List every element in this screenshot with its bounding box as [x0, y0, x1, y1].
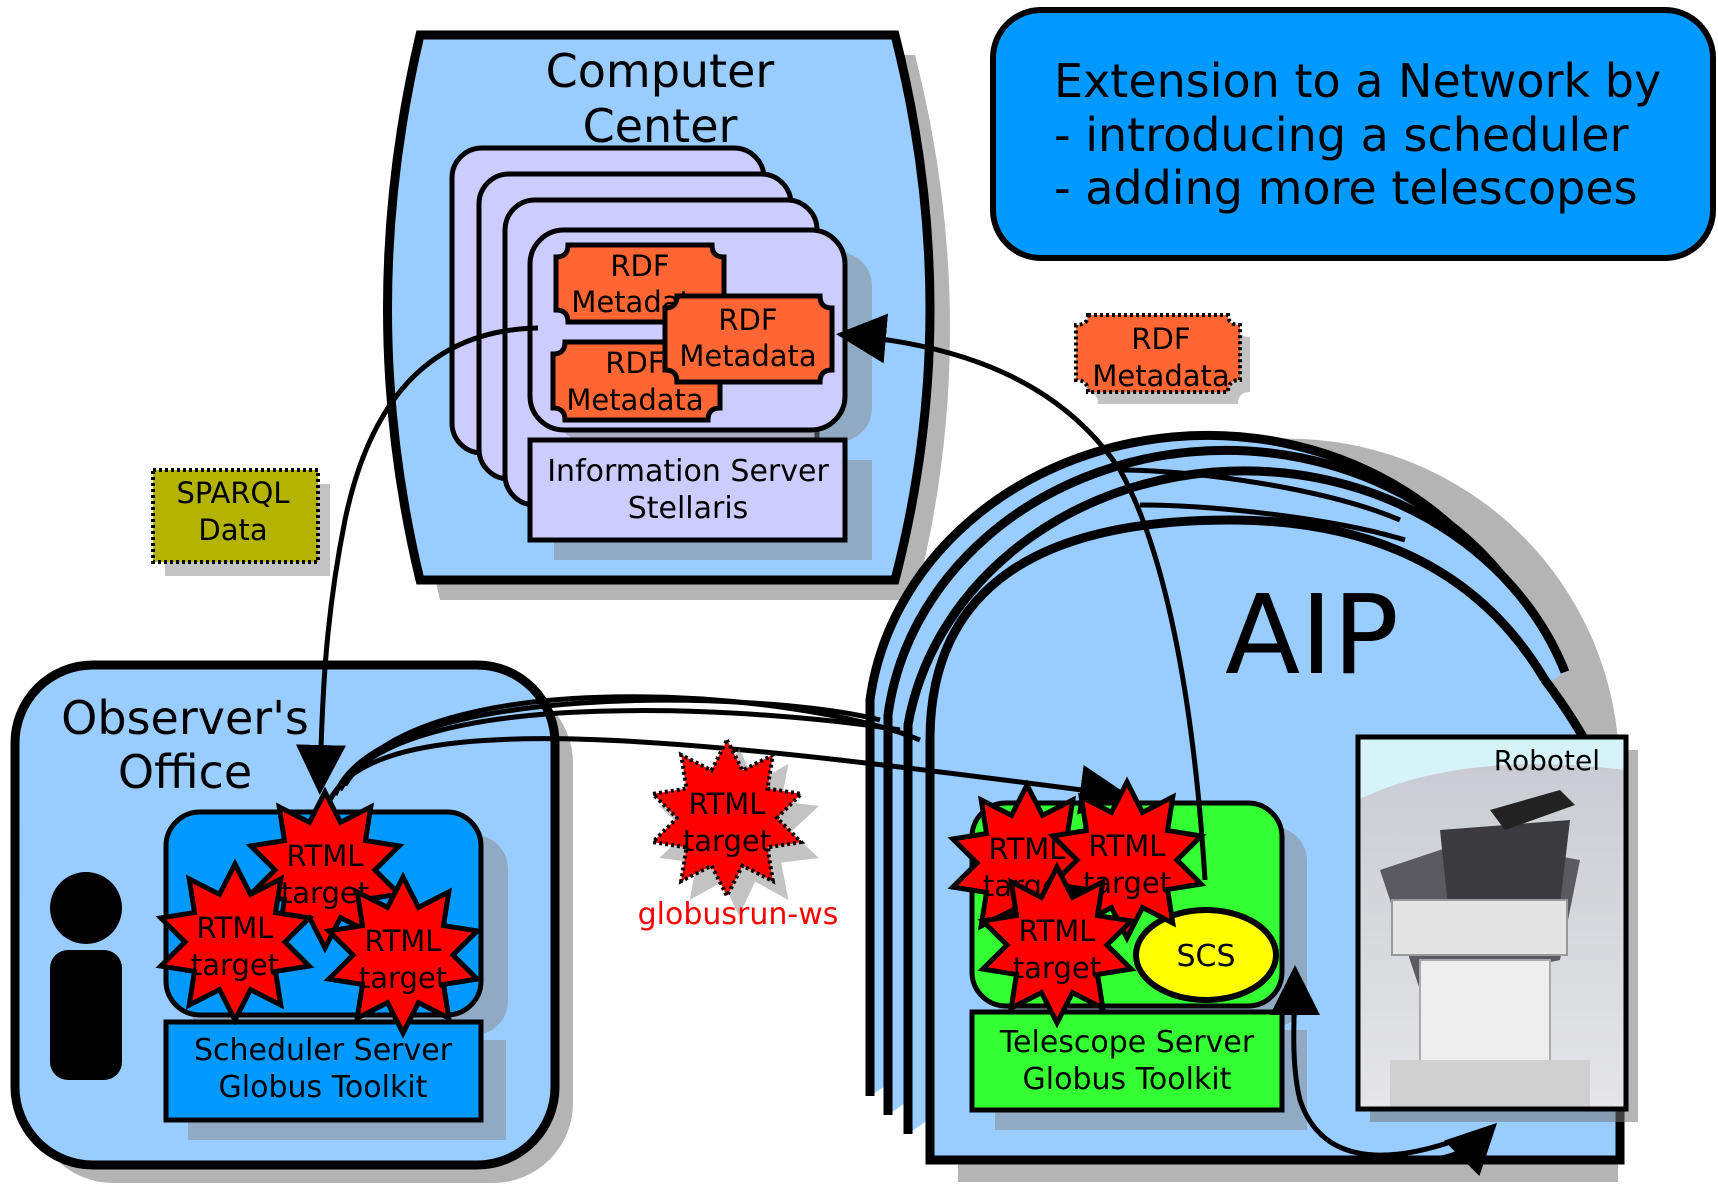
floating-rtml: globusrun-ws	[638, 897, 839, 932]
rtml-star-line-1: RTML	[197, 911, 274, 945]
robotel-photo: Robotel	[1355, 734, 1638, 1122]
rtml-star-line-2: target	[683, 824, 771, 858]
sparql-line-2: Data	[198, 513, 267, 547]
scs-to-aip-arc-1	[1119, 467, 1401, 523]
rtml-star-line-1: RTML	[1089, 829, 1166, 863]
information-server-label-2: Stellaris	[628, 491, 749, 526]
photo-arrow-tail	[1419, 1122, 1498, 1176]
scs-node: SCS	[1133, 907, 1279, 1003]
rtml-star-line-2: target	[281, 876, 369, 910]
floating-rdf-metadata: RDF Metadata	[1074, 313, 1250, 404]
observers-office-title-2: Office	[118, 745, 252, 799]
connection-arrows	[295, 313, 1498, 1176]
computer-center: Computer Center Information Server Stell…	[383, 30, 950, 600]
floating-rdf-line-1: RDF	[1131, 322, 1190, 356]
photo-to-scs-arrow	[1269, 965, 1471, 1158]
globusrun-arc-3	[342, 694, 921, 787]
computer-center-title-2: Center	[583, 99, 738, 153]
rtml-star-line-2: target	[191, 948, 279, 982]
globusrun-arrow	[327, 736, 1130, 815]
rdf-tag-2-line-2: Metadata	[566, 383, 703, 417]
person-icon	[50, 872, 122, 1080]
telescope-server-label-1: Telescope Server	[999, 1025, 1255, 1060]
info-line-3: - adding more telescopes	[1054, 161, 1638, 215]
rdf-tag-3-line-2: Metadata	[679, 339, 816, 373]
rtml-stars: RTMLtargetRTMLtargetRTMLtargetRTMLtarget…	[155, 735, 1207, 1039]
info-line-2: - introducing a scheduler	[1054, 108, 1629, 162]
rtml-star-line-1: RTML	[689, 787, 766, 821]
floating-rdf-line-2: Metadata	[1092, 359, 1229, 393]
computer-center-title-1: Computer	[546, 44, 775, 98]
telescope-server-label-2: Globus Toolkit	[1023, 1062, 1232, 1097]
scheduler-server-label-1: Scheduler Server	[194, 1033, 453, 1068]
rtml-star-line-2: target	[359, 961, 447, 995]
sparql-data-tag: SPARQL Data	[151, 468, 330, 576]
rtml-star-line-1: RTML	[287, 839, 364, 873]
info-box: Extension to a Network by - introducing …	[990, 7, 1716, 261]
information-server-label-1: Information Server	[547, 454, 829, 489]
scs-to-aip-arc-2	[1139, 502, 1406, 543]
rdf-tag-1-line-1: RDF	[610, 249, 669, 283]
scheduler-server-label-2: Globus Toolkit	[219, 1070, 428, 1105]
globusrun-ws-label: globusrun-ws	[638, 897, 839, 932]
sparql-line-1: SPARQL	[176, 476, 289, 510]
rtml-star-line-1: RTML	[365, 924, 442, 958]
rtml-star-line-1: RTML	[1019, 914, 1096, 948]
robotel-label: Robotel	[1494, 744, 1600, 777]
rdf-tag-2-line-1: RDF	[605, 346, 664, 380]
info-line-1: Extension to a Network by	[1054, 54, 1661, 108]
aip-title: AIP	[1225, 571, 1399, 699]
globusrun-arc-2	[337, 708, 901, 792]
rtml-star-line-2: target	[1013, 951, 1101, 985]
observers-office-title-1: Observer's	[61, 691, 309, 745]
sparql-link-arrow	[295, 325, 539, 795]
rdf-metadata-tag: RDF Metadata	[662, 293, 835, 385]
rdf-tag-3-line-1: RDF	[718, 303, 777, 337]
scs-label: SCS	[1176, 939, 1235, 974]
